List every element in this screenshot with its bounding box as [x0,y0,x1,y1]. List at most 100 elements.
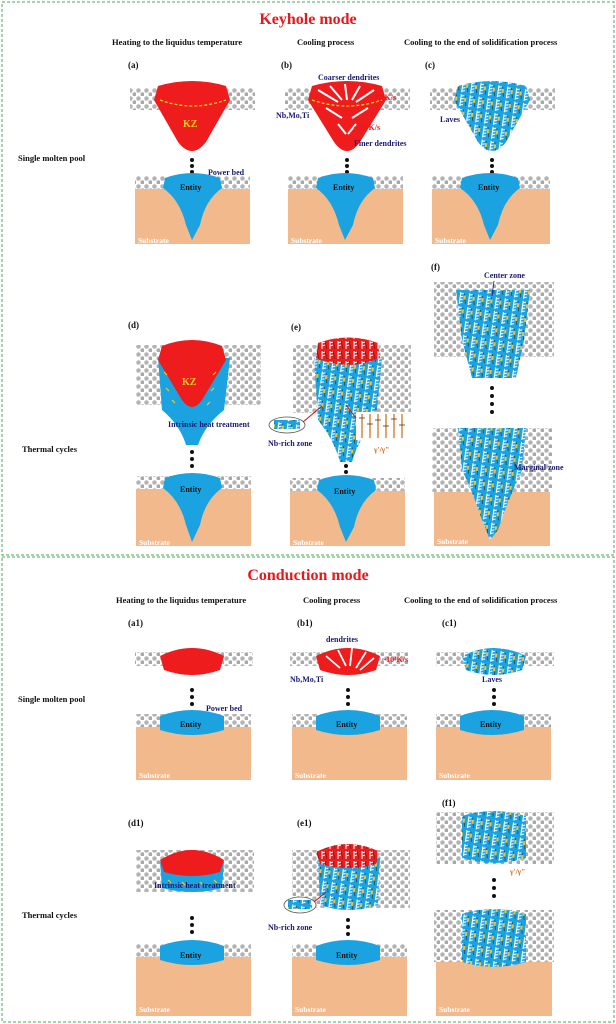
cooling-rate: ~10⁴K/s [382,655,408,664]
panel-f1-label: (f1) [442,798,456,808]
substrate-block [436,726,551,780]
conduction-col-cooling: Cooling process [303,595,361,605]
panel-f-label: (f) [431,262,440,272]
entity-track [163,173,222,240]
keyhole-melt [158,340,226,407]
entity-track [460,710,524,735]
liquidus-line [311,99,383,107]
substrate-block [436,962,552,1016]
kz-label: KZ [183,119,198,130]
keyhole-melt-dendrites [308,81,386,151]
substrate-label: Substrate [295,1005,327,1014]
laves-label: Laves [440,115,460,124]
entity-track [160,940,224,965]
panel-e1-label: (e1) [297,818,312,828]
gamma-label: γ'/γ" [509,867,525,876]
marginal-zone-label: Marginal zone [514,463,564,472]
panel-c-label: (c) [425,60,435,70]
solidified-track-upper [462,811,526,863]
conduction-melt-dendrites [316,844,380,868]
power-bed-label: Power bed [208,168,245,177]
dendrite-fan [317,83,375,135]
elements-label: Nb,Mo,Ti [276,111,310,120]
power-bed-label: Power bed [206,704,243,713]
solidified-track [318,858,380,910]
panel-e-label: (e) [291,322,301,332]
connection-dots [346,918,350,936]
conduction-col-end: Cooling to the end of solidification pro… [404,595,558,605]
entity-label: Entity [180,951,201,960]
solidified-track-lower [458,428,526,540]
panel-a-label: (a) [128,60,139,70]
laves-label: Laves [482,675,502,684]
connection-dots [492,688,496,706]
entity-track [317,475,376,542]
keyhole-row-single: Single molten pool [18,153,86,163]
substrate-label: Substrate [291,236,323,245]
substrate-label: Substrate [439,1005,471,1014]
solidified-track [462,648,526,675]
conduction-title: Conduction mode [247,567,368,584]
cooling-rate-low: ~10⁷K/s [354,123,380,132]
substrate-label: Substrate [139,538,171,547]
finer-dendrites-label: Finer dendrites [354,139,407,148]
connection-dots [344,464,348,474]
keyhole-title: Keyhole mode [259,11,356,28]
entity-label: Entity [478,183,499,192]
connection-dots [490,158,494,174]
panel-b1-label: (b1) [297,618,313,628]
panel-d-label: (d) [128,320,139,330]
entity-track [316,173,375,240]
intrinsic-heat-label: Intrinsic heat treatment [168,420,250,429]
dendrites-label: dendrites [326,635,358,644]
keyhole-frame [1,1,615,556]
substrate-label: Substrate [295,771,327,780]
connection-dots [190,688,194,706]
substrate-label: Substrate [138,236,170,245]
solidified-track-upper [456,290,530,378]
substrate-label: Substrate [139,771,171,780]
entity-label: Entity [336,720,357,729]
substrate-block [292,726,407,780]
keyhole-col-end: Cooling to the end of solidification pro… [404,37,558,47]
intrinsic-heat-label: Intrinsic heat treatment [154,881,236,890]
entity-label: Entity [180,183,201,192]
conduction-row-thermal: Thermal cycles [22,910,78,920]
nb-rich-inset [268,405,323,434]
connection-dots [346,688,350,706]
entity-track [163,473,222,542]
connection-dots [345,158,349,174]
keyhole-melt-dendrites [316,337,380,365]
panel-c1-label: (c1) [442,618,457,628]
center-zone-label: Center zone [484,271,525,280]
substrate-label: Substrate [435,236,467,245]
entity-track [316,710,380,735]
entity-label: Entity [336,951,357,960]
nb-rich-label: Nb-rich zone [268,439,313,448]
connection-dots [490,386,494,414]
substrate-label: Substrate [293,538,325,547]
nb-rich-label: Nb-rich zone [268,923,313,932]
liquidus-line [159,99,227,107]
solidified-track [314,358,382,462]
elements-label: Nb,Mo,Ti [290,675,324,684]
substrate-block [136,726,251,780]
substrate-label: Substrate [439,771,471,780]
heat-sparks [167,879,218,886]
panel-d1-label: (d1) [128,818,144,828]
gamma-inset [345,404,412,440]
connection-dots [492,878,496,898]
conduction-col-heating: Heating to the liquidus temperature [116,595,246,605]
connection-dots [190,450,194,468]
substrate-block [136,956,251,1016]
coarser-dendrites-label: Coarser dendrites [318,73,379,82]
dendrite-fan [325,647,375,671]
keyhole-melt [154,81,230,151]
connection-dots [190,158,194,174]
conduction-melt [160,850,224,876]
entity-label: Entity [334,487,355,496]
panel-a1-label: (a1) [128,618,143,628]
keyhole-row-thermal: Thermal cycles [22,444,78,454]
cooling-rate-high: ~10⁴K/s [370,93,396,102]
